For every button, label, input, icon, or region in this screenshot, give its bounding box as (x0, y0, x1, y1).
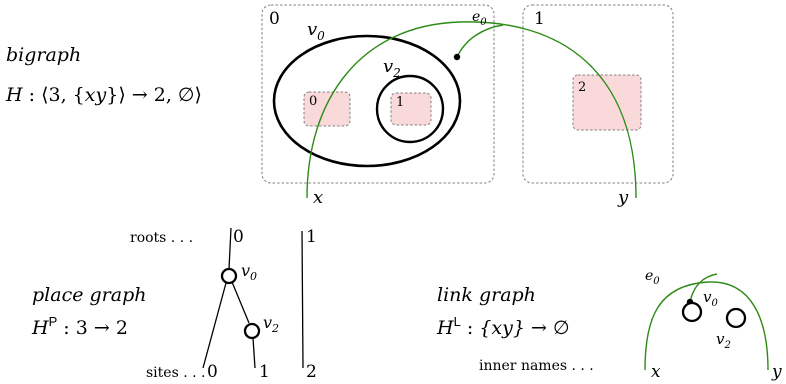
root-region-1 (522, 4, 674, 184)
link-graph-node-v2 (725, 307, 747, 329)
tree-node-label-v2: v2 (263, 313, 279, 335)
site-2 (572, 74, 642, 131)
inner-names-label: inner names . . . (479, 358, 594, 374)
link-graph-inner-name-y: y (771, 362, 782, 382)
site-label-1: 1 (396, 95, 404, 110)
tree-edge-root1-site2 (301, 230, 304, 369)
link-graph-edge-label: e0 (645, 268, 660, 287)
tree-site-0: 0 (207, 362, 218, 382)
root-region-0 (261, 4, 495, 184)
link-graph-node-label-v2: v2 (716, 330, 731, 351)
tree-edge-v0-site0 (202, 282, 227, 369)
link-edge-e0-arc (306, 21, 637, 199)
tree-node-label-v0: v0 (241, 261, 257, 283)
site-label-2: 2 (578, 80, 586, 95)
inner-name-x: x (313, 187, 323, 208)
site-0 (303, 91, 351, 127)
node-label-v0: v0 (307, 19, 325, 43)
tree-root-0: 0 (233, 227, 244, 247)
place-graph-caption: place graph HP : 3 → 2 (31, 284, 146, 339)
link-graph-port-v0 (689, 273, 718, 303)
link-graph-caption: link graph HL : {xy} → ∅ (436, 284, 570, 339)
link-port-v0 (456, 24, 504, 58)
tree-edge-v0-v2 (231, 281, 250, 324)
tree-site-2: 2 (306, 362, 317, 382)
place-graph-title: place graph (32, 284, 146, 306)
tree-edge-v2-site1 (252, 337, 256, 369)
node-label-v2: v2 (383, 56, 401, 80)
sites-label: sites . . . (146, 365, 205, 381)
tree-node-v0 (220, 267, 238, 285)
tree-site-1: 1 (259, 362, 270, 382)
link-graph-node-label-v0: v0 (703, 288, 718, 309)
bigraph-title: bigraph (6, 44, 81, 66)
bigraph-signature: H : ⟨3, {xy}⟩ → 2, ∅⟩ (5, 84, 202, 106)
place-graph-signature: HP : 3 → 2 (31, 314, 128, 339)
tree-node-v2 (243, 322, 261, 340)
roots-label: roots . . . (130, 230, 193, 246)
root-label-0: 0 (269, 9, 280, 29)
link-graph-signature: HL : {xy} → ∅ (436, 314, 570, 339)
tree-edge-root0-v0 (228, 227, 232, 270)
link-graph-inner-name-x: x (651, 362, 661, 382)
link-graph-title: link graph (437, 284, 536, 306)
port-dot-v0 (453, 53, 461, 61)
site-1 (390, 92, 432, 126)
bigraph-caption: bigraph H : ⟨3, {xy}⟩ → 2, ∅⟩ (5, 44, 202, 106)
site-label-0: 0 (309, 94, 317, 109)
link-graph-node-v0 (681, 301, 703, 323)
node-v2 (375, 74, 445, 144)
tree-root-1: 1 (306, 227, 317, 247)
root-label-1: 1 (534, 9, 545, 29)
link-graph-edge-arc (644, 281, 769, 371)
inner-name-y: y (617, 187, 629, 208)
node-v0 (272, 34, 462, 168)
edge-label-e0: e0 (472, 9, 487, 28)
